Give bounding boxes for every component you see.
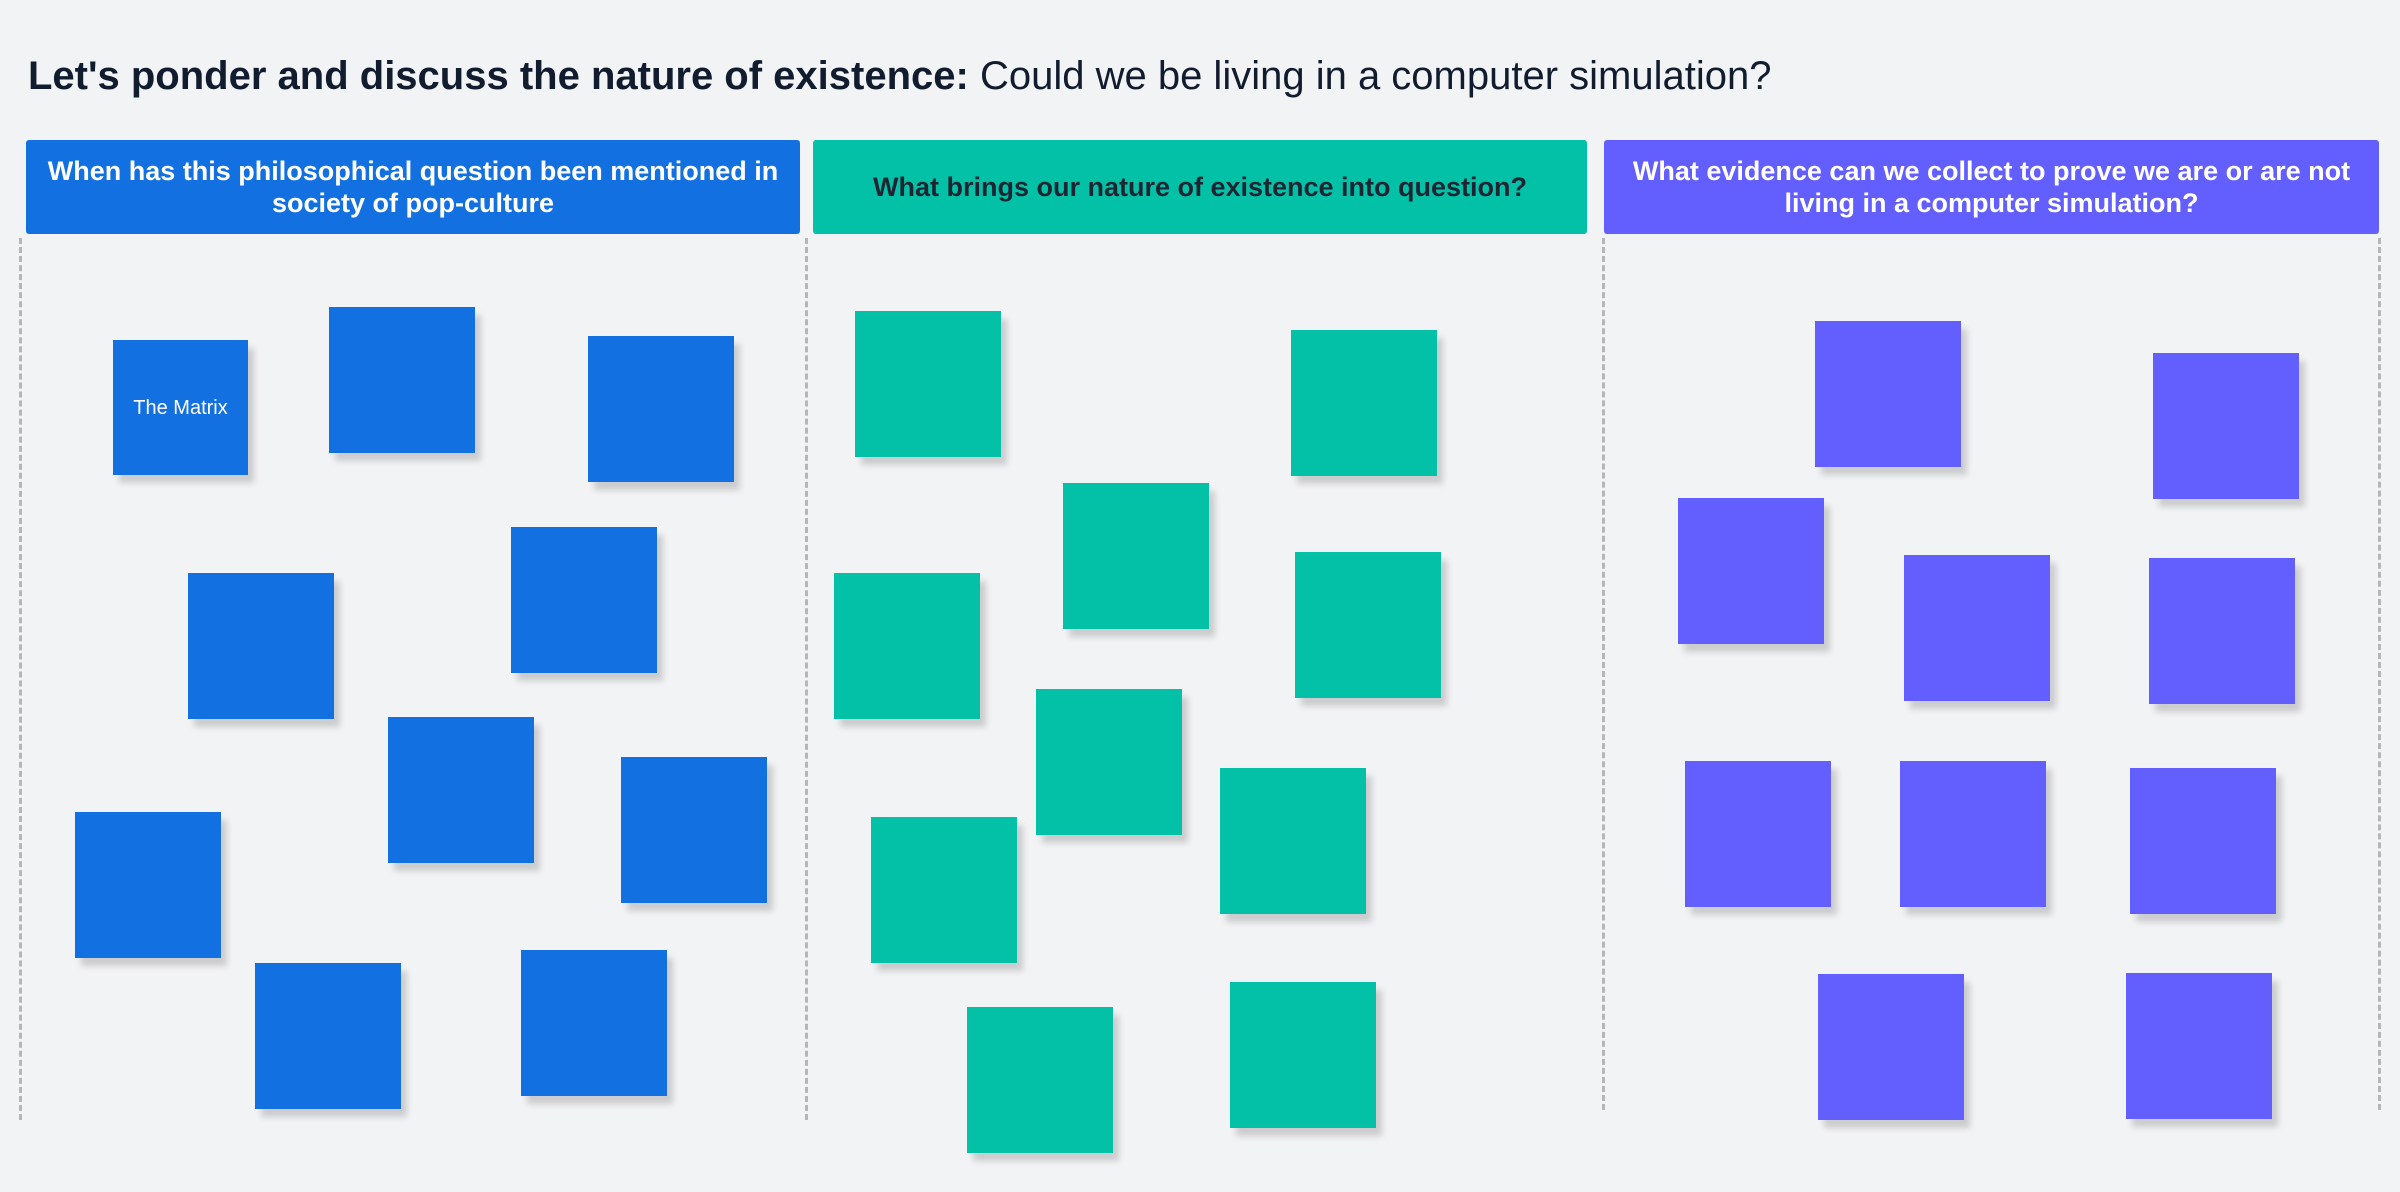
column-divider [2378,238,2381,1110]
column-header-label: What evidence can we collect to prove we… [1632,156,2351,218]
sticky-note-purple[interactable] [2153,353,2299,499]
board-title-question: Could we be living in a computer simulat… [968,54,1772,98]
sticky-note-teal[interactable] [1063,483,1209,629]
sticky-note-purple[interactable] [1678,498,1824,644]
sticky-note-teal[interactable] [1230,982,1376,1128]
sticky-note-teal[interactable] [1036,689,1182,835]
column-header-label: When has this philosophical question bee… [47,156,779,218]
sticky-note-teal[interactable] [834,573,980,719]
column-divider [1602,238,1605,1110]
sticky-note-purple[interactable] [1818,974,1964,1120]
column-header-evidence[interactable]: What evidence can we collect to prove we… [1604,140,2379,234]
column-header-nature-of-existence[interactable]: What brings our nature of existence into… [813,140,1587,234]
sticky-note-purple[interactable] [2130,768,2276,914]
sticky-note-purple[interactable] [1904,555,2050,701]
sticky-note-purple[interactable] [2126,973,2272,1119]
sticky-note-blue[interactable] [511,527,657,673]
sticky-note-blue[interactable] [621,757,767,903]
sticky-note-teal[interactable] [967,1007,1113,1153]
sticky-note-purple[interactable] [1685,761,1831,907]
column-divider [805,238,808,1120]
sticky-note-blue[interactable] [188,573,334,719]
sticky-note-blue[interactable] [255,963,401,1109]
sticky-note-teal[interactable] [1291,330,1437,476]
sticky-note-blue[interactable] [329,307,475,453]
sticky-note-blue[interactable] [388,717,534,863]
board-title: Let's ponder and discuss the nature of e… [28,48,1771,104]
sticky-note-blue[interactable] [588,336,734,482]
sticky-note-blue[interactable] [75,812,221,958]
sticky-note-teal[interactable] [1295,552,1441,698]
sticky-note-purple[interactable] [1815,321,1961,467]
column-header-label: What brings our nature of existence into… [872,172,1528,202]
column-header-pop-culture[interactable]: When has this philosophical question bee… [26,140,800,234]
sticky-note-teal[interactable] [855,311,1001,457]
sticky-note-text: The Matrix [133,396,228,419]
sticky-note-blue[interactable]: The Matrix [113,340,248,475]
column-divider [19,238,22,1120]
board-title-strong: Let's ponder and discuss the nature of e… [28,54,969,98]
sticky-note-purple[interactable] [1900,761,2046,907]
sticky-note-teal[interactable] [871,817,1017,963]
sticky-note-teal[interactable] [1220,768,1366,914]
sticky-note-blue[interactable] [521,950,667,1096]
sticky-note-purple[interactable] [2149,558,2295,704]
